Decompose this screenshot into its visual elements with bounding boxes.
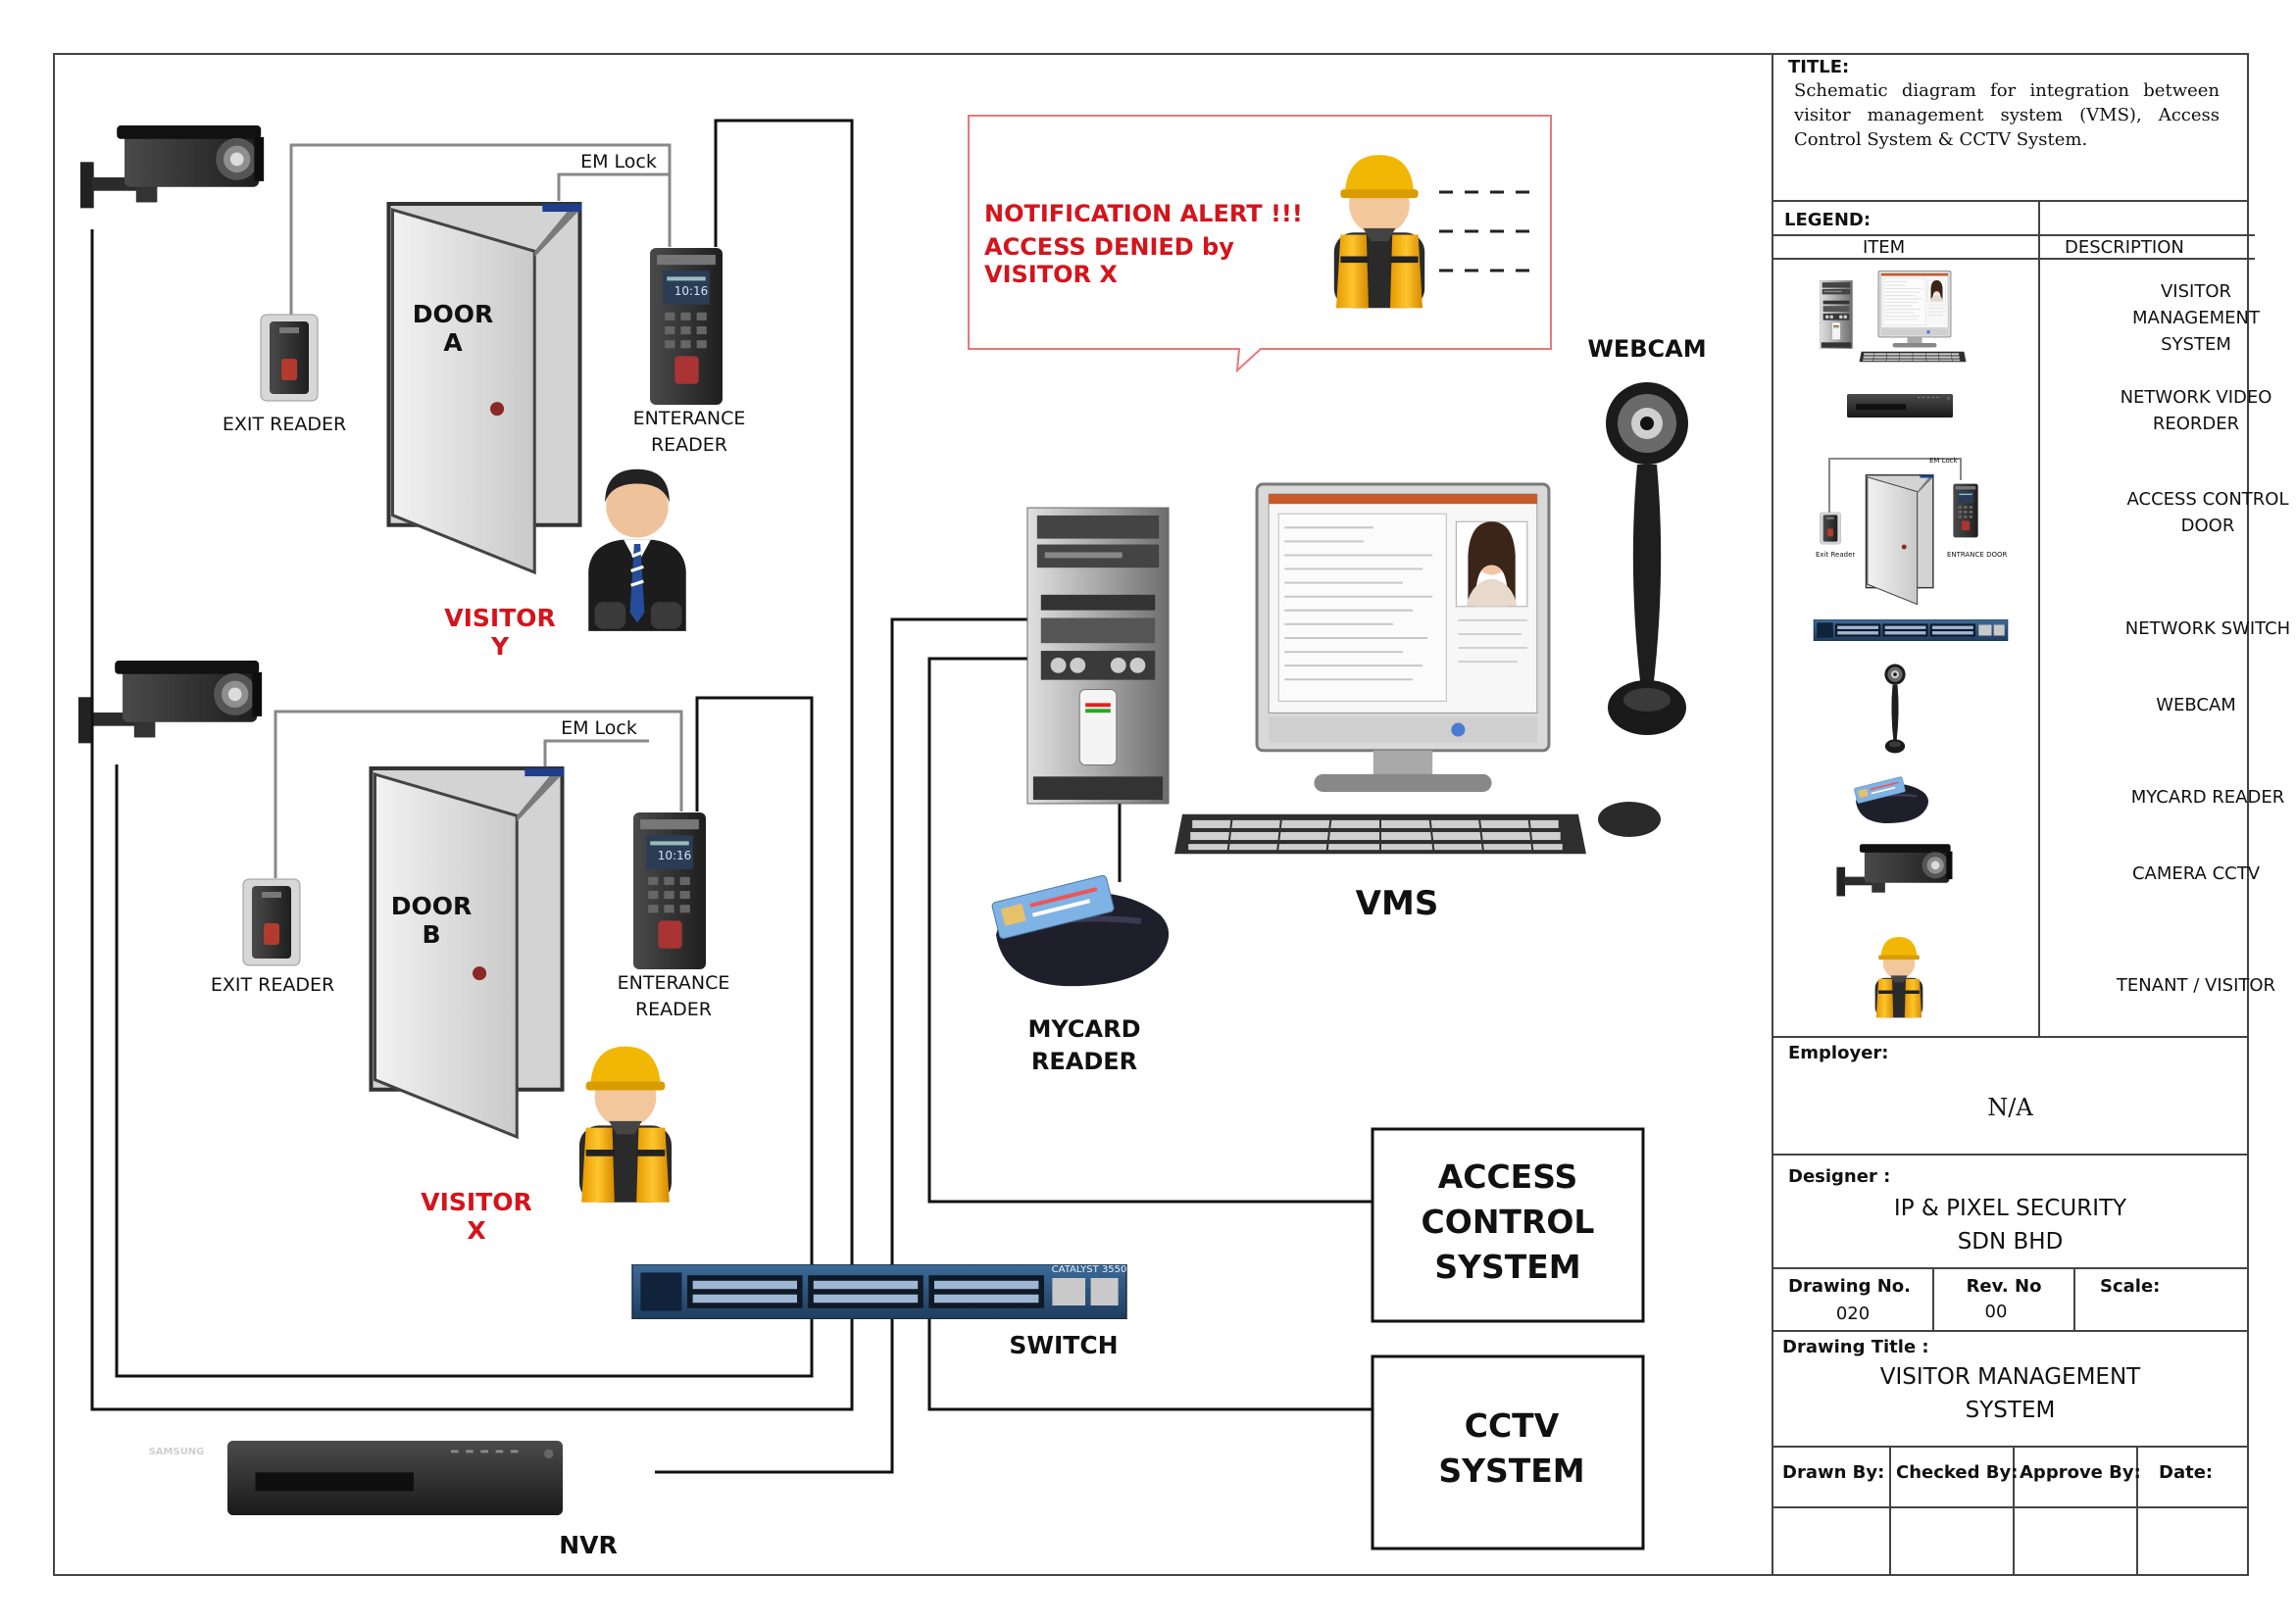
legend-door-exit-text: Exit Reader [1816,551,1856,559]
legend-door-entrance-text: ENTRANCE DOOR [1947,551,2008,559]
vms-mouse [1598,802,1661,837]
switch-brand: CATALYST 3550 [1051,1264,1127,1275]
cctv-box [1371,1354,1645,1550]
notification-callout [968,115,1552,373]
door-a [388,204,581,572]
door-b-network-cable [115,696,814,1378]
mycard-reader-label: MYCARD READER [1027,1015,1141,1075]
vms-monitor [1255,482,1551,794]
door-a-label: DOOR A [412,300,494,357]
entrance-reader-a [650,247,723,406]
webcam-icon [1884,664,1906,754]
network-switch-icon [1813,619,2009,641]
em-lock-b-label: EM Lock [561,717,637,739]
exit-reader-a [260,314,319,402]
vms-tower [1026,507,1170,805]
cctv-camera-top [79,125,265,209]
entrance-reader-a-label: ENTERANCE READER [632,408,746,456]
legend-desc-switch: NETWORK SWITCH [2124,618,2291,639]
access-control-system-label: ACCESS CONTROL SYSTEM [1421,1157,1595,1286]
legend-description-header: DESCRIPTION [2065,237,2184,258]
legend-desc-nvr: NETWORK VIDEO REORDER [2120,387,2272,434]
mycard-reader [991,874,1169,986]
legend-desc-visitor: TENANT / VISITOR [2116,975,2276,996]
employer-value: N/A [1987,1094,2033,1121]
nvr-device [227,1441,563,1515]
legend-label: LEGEND: [1784,210,1872,230]
door-a-network-cable [90,119,854,1411]
drawing-title-value: VISITOR MANAGEMENT SYSTEM [1879,1364,2141,1423]
drawing-frame [53,53,2249,1576]
legend-desc-webcam: WEBCAM [2156,695,2236,715]
visitor-y-label: VISITOR Y [444,604,556,661]
exit-reader-b-label: EXIT READER [210,974,335,996]
network-cables [655,617,1373,1474]
cctv-system-label: CCTV SYSTEM [1438,1406,1585,1490]
switch-label: SWITCH [1009,1331,1119,1359]
cctv-camera-bottom [77,661,263,744]
checked-by-label: Checked By: [1896,1462,2019,1483]
visitor-x-figure [578,1046,673,1203]
designer-label: Designer : [1788,1166,1891,1187]
access-door-icon [1820,458,1978,606]
exit-reader-a-label: EXIT READER [222,414,347,435]
approve-by-label: Approve By: [2020,1462,2141,1483]
cctv-camera-icon [1836,844,1953,897]
title-text: Schematic diagram for integration betwee… [1794,80,2220,150]
legend-desc-access-door: ACCESS CONTROL DOOR [2126,489,2289,536]
exit-reader-b [242,878,301,966]
title-block-grid [1772,54,2255,1575]
door-a-wiring [289,143,672,318]
designer-value: IP & PIXEL SECURITY SDN BHD [1893,1196,2127,1255]
webcam-label: WEBCAM [1587,335,1707,363]
notification-line-2: ACCESS DENIED by VISITOR X [984,233,1234,288]
legend-item-header: ITEM [1863,237,1906,258]
visitor-y-figure [586,468,688,633]
entrance-reader-b-clock: 10:16 [657,849,692,862]
visitor-x-label: VISITOR X [421,1188,532,1245]
visitor-icon [1874,936,1923,1018]
vms-label: VMS [1355,884,1439,923]
mycard-reader-icon [1852,774,1930,825]
entrance-reader-b [633,812,706,970]
title-label: TITLE: [1788,57,1850,77]
vms-computer-icon [1820,271,1967,363]
legend-desc-cctv: CAMERA CCTV [2131,863,2261,884]
scale-label: Scale: [2100,1276,2161,1297]
rev-no-label: Rev. No [1966,1276,2042,1297]
drawing-no-value: 020 [1835,1304,1871,1324]
rev-no-value: 00 [1984,1302,2008,1322]
drawing-no-label: Drawing No. [1788,1276,1911,1297]
employer-label: Employer: [1788,1043,1889,1063]
access-control-box [1371,1127,1645,1323]
date-label: Date: [2159,1462,2214,1483]
entrance-reader-a-clock: 10:16 [674,284,709,298]
nvr-icon [1847,394,1953,418]
legend-desc-vms: VISITOR MANAGEMENT SYSTEM [2132,281,2260,355]
door-b [371,768,564,1137]
webcam [1606,382,1688,735]
door-b-wiring [274,710,683,878]
vms-keyboard [1173,812,1588,856]
legend-icons [1813,271,2009,1018]
drawing-title-label: Drawing Title : [1782,1337,1929,1357]
drawn-by-label: Drawn By: [1782,1462,1885,1483]
nvr-brand: SAMSUNG [148,1447,205,1457]
legend-door-emlock-text: EM Lock [1929,457,1958,465]
nvr-label: NVR [559,1531,618,1559]
em-lock-a-label: EM Lock [580,151,657,172]
notification-line-1: NOTIFICATION ALERT !!! [984,200,1303,227]
legend-desc-mycard: MYCARD READER [2130,787,2285,808]
door-b-label: DOOR B [390,892,473,949]
entrance-reader-b-label: ENTERANCE READER [617,972,730,1020]
